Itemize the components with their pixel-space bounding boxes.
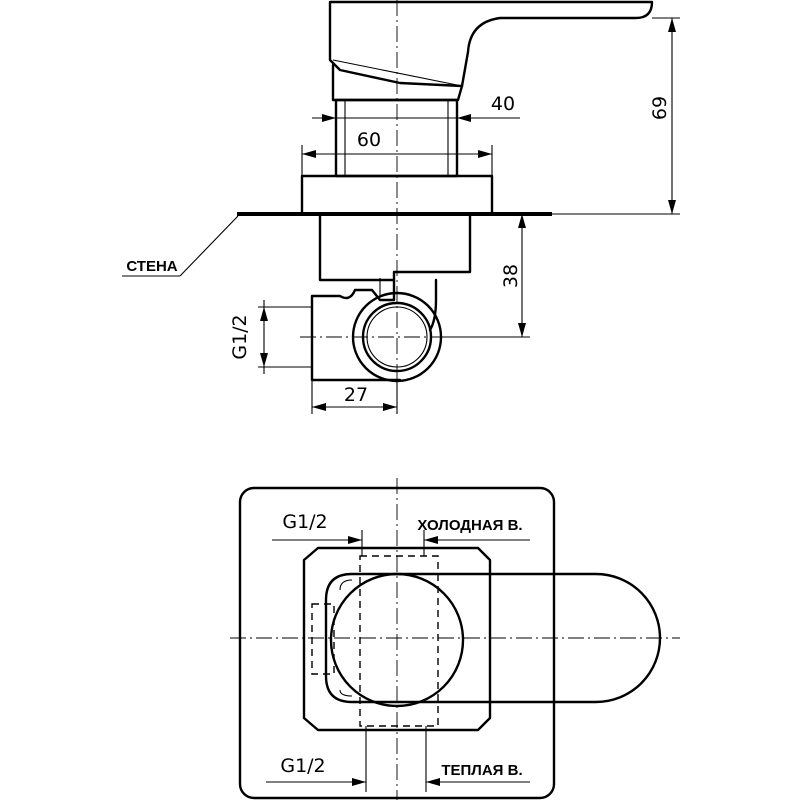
dim-40-arrow-left <box>322 114 336 122</box>
front-escutcheon <box>302 546 492 732</box>
dim-g12-arrow-bottom <box>260 353 268 367</box>
g12-bottom-arrow <box>352 778 366 786</box>
lever-handle <box>328 0 654 88</box>
lever-edge <box>332 59 463 87</box>
front-lever-inner <box>339 579 353 697</box>
g12-bottom-text: G1/2 <box>280 755 325 777</box>
front-view: G1/2 ХОЛОДНАЯ В. G1/2 ТЕПЛАЯ В. <box>230 478 680 800</box>
side-view: 69 40 60 38 G1/2 27 <box>122 0 680 415</box>
front-cartridge-circle <box>329 572 465 708</box>
warm-water-label: ТЕПЛАЯ В. <box>441 762 522 779</box>
dim-60-text: 60 <box>357 129 381 151</box>
cartridge-neck <box>331 63 464 102</box>
dim-g12-side-text: G1/2 <box>229 314 251 359</box>
hidden-outlet-left <box>311 603 335 675</box>
dim-38-arrow-bottom <box>518 323 526 337</box>
cold-arrow <box>424 536 438 544</box>
dim-69-arrow-bottom <box>668 200 676 214</box>
dim-40-arrow-right <box>457 114 471 122</box>
cold-water-label: ХОЛОДНАЯ В. <box>417 517 522 534</box>
dim-27-arrow-right <box>383 403 397 411</box>
dim-38-arrow-top <box>518 214 526 228</box>
dim-27-arrow-left <box>312 403 326 411</box>
cartridge-body <box>334 98 459 178</box>
front-lever <box>324 572 662 704</box>
dim-60-arrow-left <box>302 150 316 158</box>
wall-leader <box>179 215 239 277</box>
dim-69-text: 69 <box>649 96 671 120</box>
dim-60-arrow-right <box>478 150 492 158</box>
warm-arrow <box>426 778 440 786</box>
dim-38-text: 38 <box>500 264 522 288</box>
dim-40-text: 40 <box>491 93 515 115</box>
g12-top-text: G1/2 <box>282 511 327 533</box>
dim-g12-arrow-top <box>260 307 268 321</box>
valve-body <box>318 212 472 282</box>
hidden-body-vertical <box>359 555 439 727</box>
dim-27-text: 27 <box>344 384 368 406</box>
wall-label: СТЕНА <box>126 258 177 275</box>
g12-top-arrow <box>348 536 362 544</box>
dim-69-arrow-top <box>668 18 676 32</box>
